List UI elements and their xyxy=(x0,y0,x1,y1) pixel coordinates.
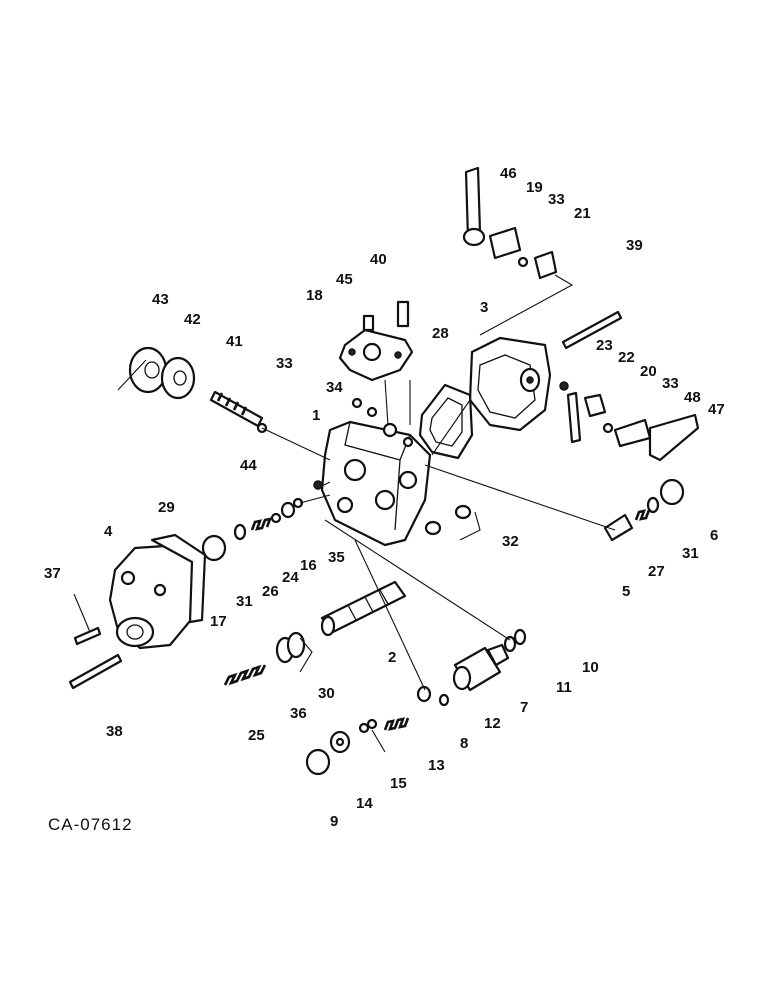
callout-31b: 31 xyxy=(682,545,699,562)
callout-37: 37 xyxy=(44,565,61,582)
callout-4: 4 xyxy=(104,523,113,540)
callout-21: 21 xyxy=(574,205,591,222)
callout-18: 18 xyxy=(306,287,323,304)
callout-43: 43 xyxy=(152,291,169,308)
bolts xyxy=(68,300,623,690)
callout-20: 20 xyxy=(640,363,657,380)
valve-body xyxy=(320,420,432,547)
callout-9: 9 xyxy=(330,813,338,830)
levers xyxy=(462,166,700,462)
top-plate xyxy=(338,328,414,382)
pump-cover xyxy=(468,336,552,432)
callout-39: 39 xyxy=(626,237,643,254)
callout-12: 12 xyxy=(484,715,501,732)
callout-2: 2 xyxy=(388,649,396,666)
pump-housing xyxy=(108,533,207,650)
callout-27: 27 xyxy=(648,563,665,580)
callout-7: 7 xyxy=(520,699,528,716)
callout-40: 40 xyxy=(370,251,387,268)
callout-31a: 31 xyxy=(236,593,253,610)
callout-23: 23 xyxy=(596,337,613,354)
gears xyxy=(128,346,264,428)
callout-38: 38 xyxy=(106,723,123,740)
callout-19: 19 xyxy=(526,179,543,196)
callout-5: 5 xyxy=(622,583,630,600)
plugs xyxy=(201,478,685,776)
callout-16: 16 xyxy=(300,557,317,574)
callout-24: 24 xyxy=(282,569,299,586)
callout-45: 45 xyxy=(336,271,353,288)
callout-17: 17 xyxy=(210,613,227,630)
callout-3: 3 xyxy=(480,299,488,316)
relief-valve xyxy=(452,643,510,692)
drawing-code: CA-07612 xyxy=(48,815,133,834)
o-rings xyxy=(233,256,660,754)
callout-48: 48 xyxy=(684,389,701,406)
spool xyxy=(320,580,407,637)
callout-33a: 33 xyxy=(276,355,293,372)
callout-13: 13 xyxy=(428,757,445,774)
callout-labels: 1 2 3 4 5 6 7 8 9 10 11 12 13 14 15 16 1… xyxy=(44,165,725,830)
callout-35: 35 xyxy=(328,549,345,566)
callout-15: 15 xyxy=(390,775,407,792)
callout-30: 30 xyxy=(318,685,335,702)
callout-22: 22 xyxy=(618,349,635,366)
callout-28: 28 xyxy=(432,325,449,342)
callout-42: 42 xyxy=(184,311,201,328)
callout-25: 25 xyxy=(248,727,265,744)
leader-lines xyxy=(73,274,616,753)
callout-26: 26 xyxy=(262,583,279,600)
callout-6: 6 xyxy=(710,527,718,544)
callout-8: 8 xyxy=(460,735,468,752)
callout-47: 47 xyxy=(708,401,725,418)
callout-34: 34 xyxy=(326,379,343,396)
callout-29: 29 xyxy=(158,499,175,516)
callout-33b: 33 xyxy=(548,191,565,208)
gasket xyxy=(418,383,474,460)
callout-14: 14 xyxy=(356,795,373,812)
callout-41: 41 xyxy=(226,333,243,350)
callout-11: 11 xyxy=(556,679,572,696)
callout-1: 1 xyxy=(312,407,320,424)
springs xyxy=(223,509,651,731)
callout-33c: 33 xyxy=(662,375,679,392)
callout-46: 46 xyxy=(500,165,517,182)
callout-10: 10 xyxy=(582,659,599,676)
callout-32: 32 xyxy=(502,533,519,550)
callout-44: 44 xyxy=(240,457,257,474)
callout-36: 36 xyxy=(290,705,307,722)
